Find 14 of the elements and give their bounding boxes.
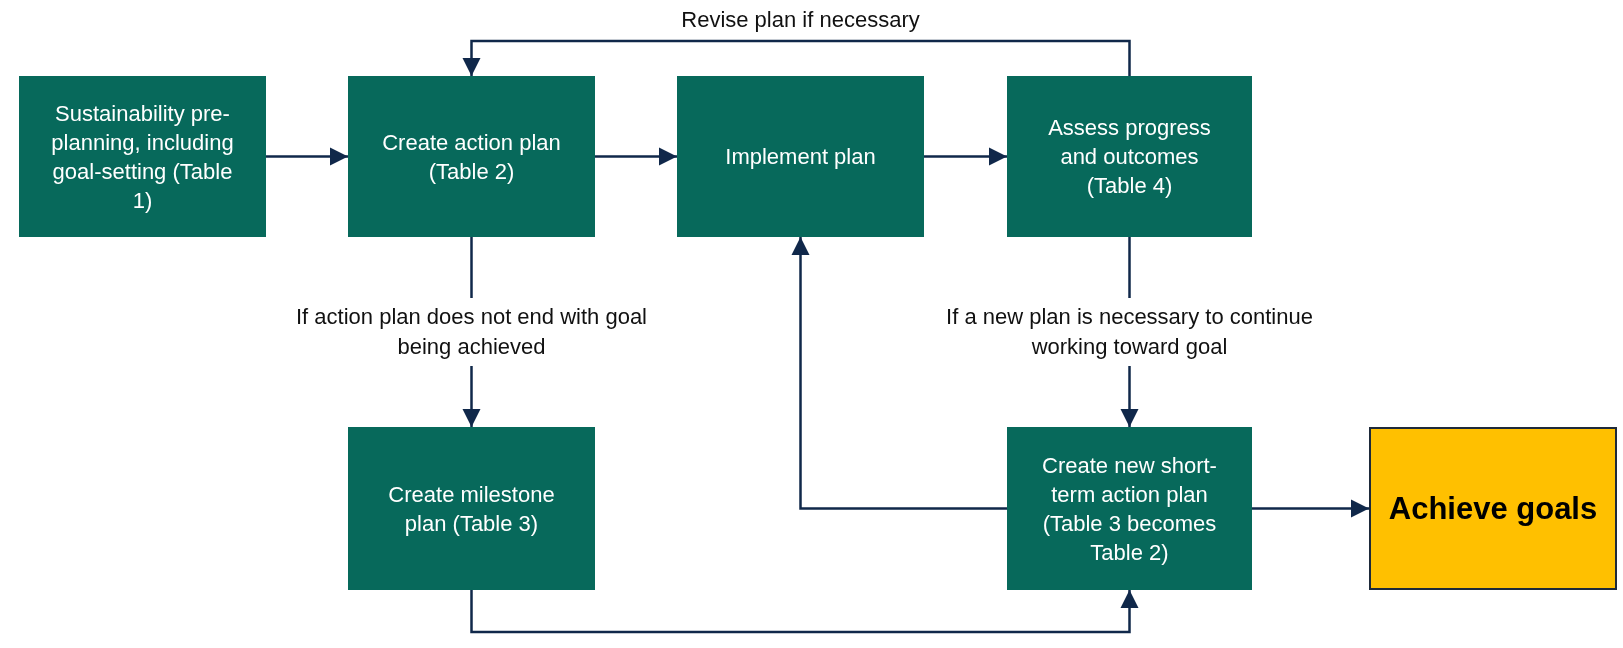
process-box: Create milestone plan (Table 3): [348, 427, 595, 590]
process-box: Create new short-term action plan (Table 3 becomes Table 2): [1007, 427, 1252, 590]
process-box: Implement plan: [677, 76, 924, 237]
process-box: Sustainability pre-planning, including goal-setting (Table 1): [19, 76, 266, 237]
process-box: Assess progress and outcomes (Table 4): [1007, 76, 1252, 237]
arrow: [791, 237, 1007, 510]
goal-box: Achieve goals: [1369, 427, 1617, 590]
arrow: [1252, 499, 1369, 518]
process-box: Create action plan (Table 2): [348, 76, 595, 237]
arrow: [595, 147, 677, 166]
arrow: [924, 147, 1007, 166]
arrow: [462, 39, 1131, 76]
arrow: [470, 590, 1139, 634]
arrow: [266, 147, 348, 166]
